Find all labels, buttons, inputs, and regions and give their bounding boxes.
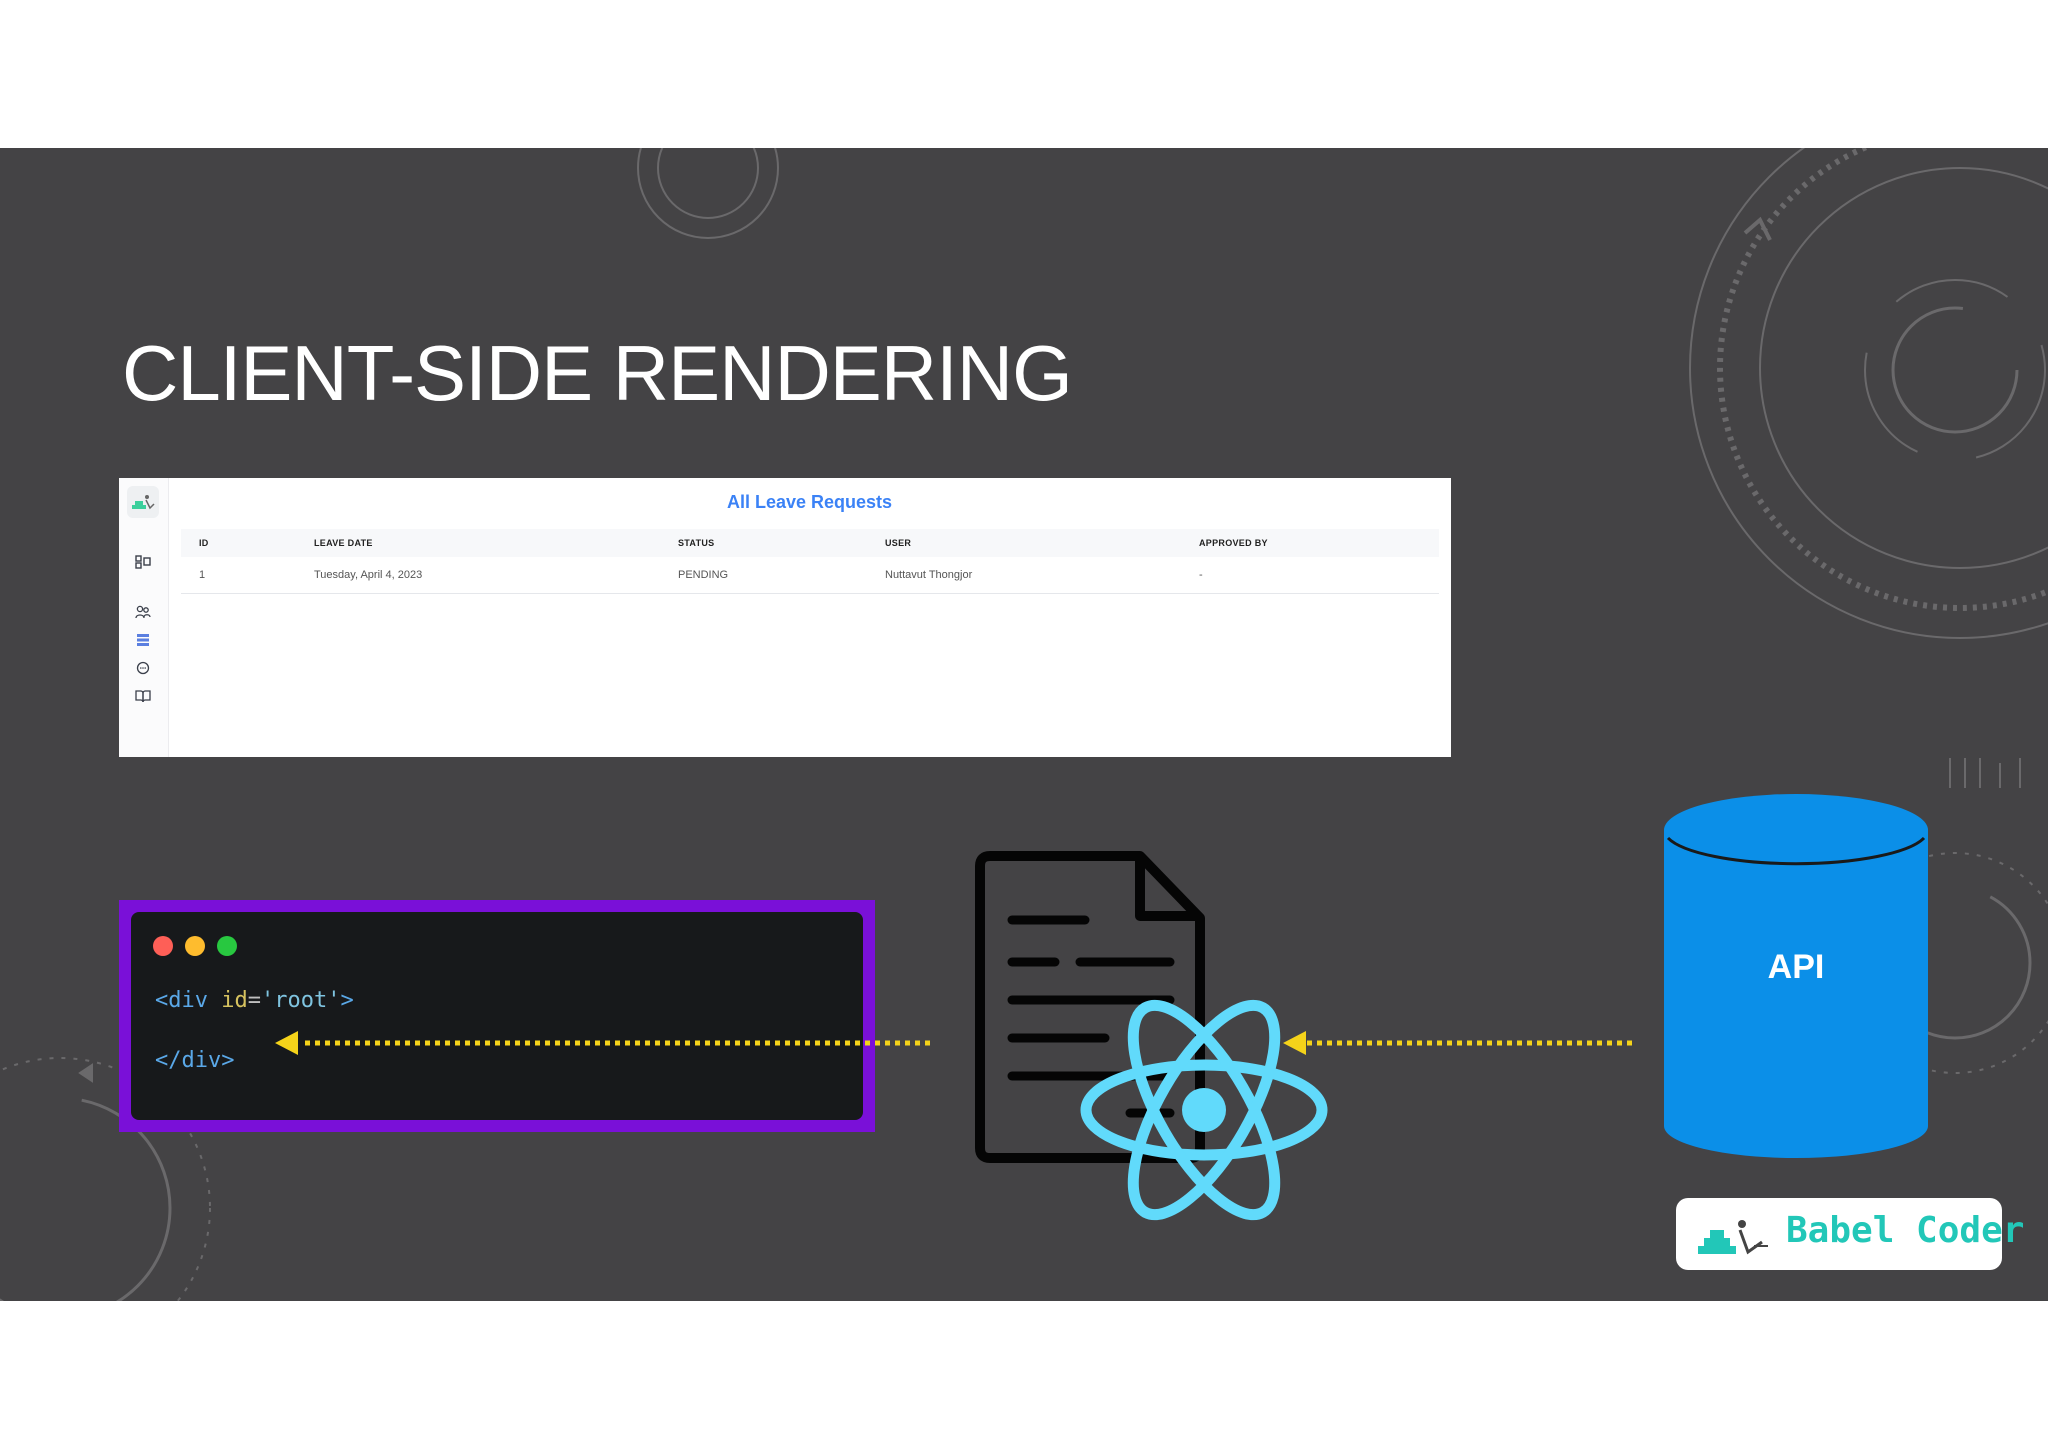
slide: CLIENT-SIDE RENDERING All Leave Requests: [0, 148, 2048, 1301]
code-attr-value: 'root': [260, 988, 341, 1013]
cell-id: 1: [181, 557, 296, 594]
app-logo-icon: [127, 486, 159, 518]
api-label: API: [1767, 948, 1825, 986]
babel-coder-logo-icon: [1698, 1220, 1768, 1255]
list-icon[interactable]: [134, 631, 152, 649]
code-line-open: <div id='root'>: [155, 988, 354, 1013]
column-header-id[interactable]: ID: [181, 529, 296, 557]
code-attr: id: [221, 988, 248, 1013]
cell-leave-date: Tuesday, April 4, 2023: [296, 557, 660, 594]
code-window: <div id='root'> </div>: [131, 912, 863, 1120]
background-decoration: [0, 148, 2048, 1301]
cell-user: Nuttavut Thongjor: [867, 557, 1181, 594]
column-header-leave-date[interactable]: LEAVE DATE: [296, 529, 660, 557]
code-line-close: </div>: [155, 1048, 235, 1073]
column-header-approved-by[interactable]: APPROVED BY: [1181, 529, 1439, 557]
leave-requests-table: ID LEAVE DATE STATUS USER APPROVED BY 1 …: [181, 529, 1439, 594]
api-database-icon: [1664, 794, 1928, 1158]
dashboard-icon[interactable]: [134, 553, 152, 571]
cell-status: PENDING: [660, 557, 867, 594]
arrow-api-to-react: [1283, 1031, 1632, 1055]
table-row[interactable]: 1 Tuesday, April 4, 2023 PENDING Nuttavu…: [181, 557, 1439, 594]
leave-requests-heading: All Leave Requests: [726, 492, 893, 512]
cell-approved-by: -: [1181, 557, 1439, 594]
app-sidebar: [119, 478, 169, 757]
arrow-document-to-code: [275, 1031, 930, 1055]
column-header-user[interactable]: USER: [867, 529, 1181, 557]
brand-badge: Babel Coder: [1676, 1198, 2024, 1270]
slide-title: CLIENT-SIDE RENDERING: [122, 329, 1073, 417]
react-logo-icon: [1080, 999, 1328, 1221]
close-dot: [153, 936, 173, 956]
column-header-status[interactable]: STATUS: [660, 529, 867, 557]
code-window-frame: <div id='root'> </div>: [119, 900, 875, 1132]
brand-name: Babel Coder: [1786, 1210, 2025, 1251]
book-icon[interactable]: [134, 687, 152, 705]
code-tag-bracket: >: [340, 988, 354, 1013]
code-equals: =: [247, 988, 261, 1013]
code-tag-open: <div: [155, 988, 208, 1013]
diagram-graphics: [275, 794, 1928, 1221]
table-header-row: ID LEAVE DATE STATUS USER APPROVED BY: [181, 529, 1439, 557]
users-icon[interactable]: [134, 603, 152, 621]
minimize-dot: [185, 936, 205, 956]
maximize-dot: [217, 936, 237, 956]
chat-icon[interactable]: [134, 659, 152, 677]
leave-requests-screenshot: All Leave Requests ID LEAVE DATE STATUS …: [119, 478, 1451, 757]
